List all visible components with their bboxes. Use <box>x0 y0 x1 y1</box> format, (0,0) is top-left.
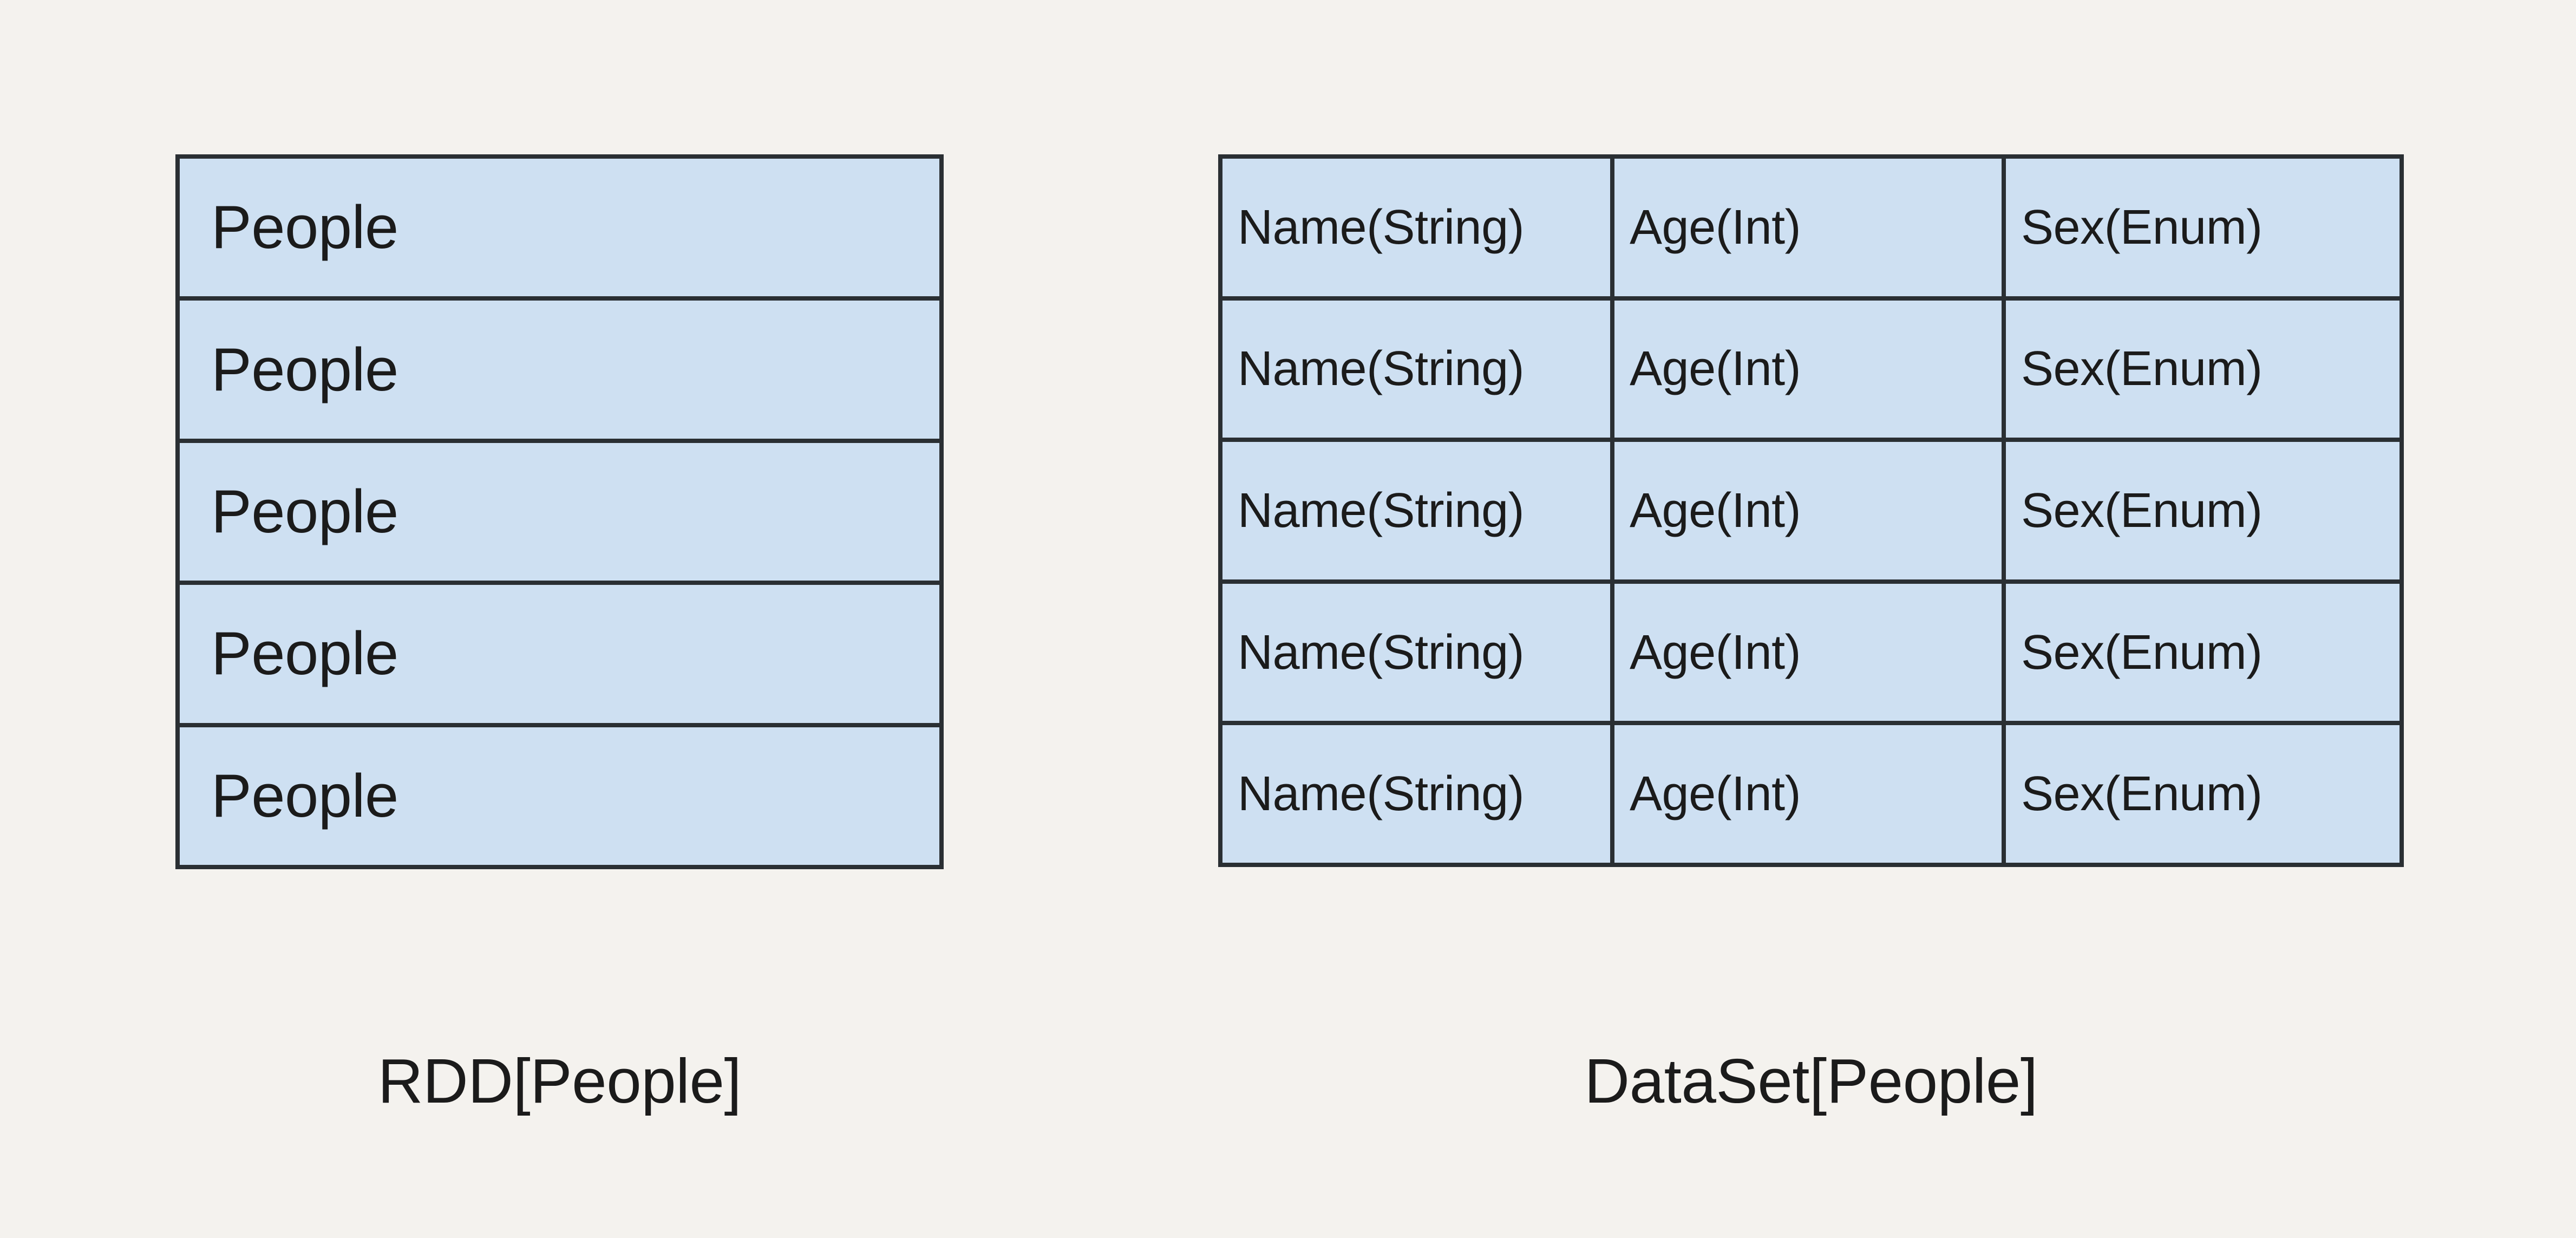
table-cell: Sex(Enum) <box>2006 159 2400 296</box>
table-cell: Name(String) <box>1222 300 1614 438</box>
table-cell: Sex(Enum) <box>2006 725 2400 863</box>
dataset-caption: DataSet[People] <box>1584 1046 2038 1116</box>
table-cell-text: Sex(Enum) <box>2021 767 2263 822</box>
table-cell: Name(String) <box>1222 725 1614 863</box>
rdd-row: People <box>180 159 939 301</box>
rdd-row-label: People <box>211 478 398 546</box>
table-cell-text: Name(String) <box>1238 483 1525 538</box>
table-row: Name(String) Age(Int) Sex(Enum) <box>1222 159 2400 301</box>
table-cell-text: Age(Int) <box>1630 767 1801 822</box>
dataset-table: Name(String) Age(Int) Sex(Enum) Name(Str… <box>1218 154 2404 867</box>
rdd-row: People <box>180 585 939 727</box>
table-cell-text: Sex(Enum) <box>2021 625 2263 680</box>
table-cell: Sex(Enum) <box>2006 583 2400 721</box>
table-cell: Sex(Enum) <box>2006 442 2400 579</box>
table-cell-text: Age(Int) <box>1630 625 1801 680</box>
rdd-row: People <box>180 727 939 865</box>
table-cell-text: Sex(Enum) <box>2021 200 2263 255</box>
table-cell-text: Name(String) <box>1238 200 1525 255</box>
rdd-stack: People People People People People <box>175 154 944 869</box>
rdd-caption: RDD[People] <box>377 1046 742 1116</box>
table-row: Name(String) Age(Int) Sex(Enum) <box>1222 583 2400 726</box>
table-cell: Name(String) <box>1222 583 1614 721</box>
table-cell: Age(Int) <box>1614 725 2006 863</box>
table-cell-text: Sex(Enum) <box>2021 342 2263 396</box>
table-cell: Age(Int) <box>1614 159 2006 296</box>
table-cell: Sex(Enum) <box>2006 300 2400 438</box>
table-cell-text: Age(Int) <box>1630 342 1801 396</box>
table-row: Name(String) Age(Int) Sex(Enum) <box>1222 442 2400 584</box>
table-cell: Name(String) <box>1222 159 1614 296</box>
table-cell: Age(Int) <box>1614 300 2006 438</box>
table-cell-text: Age(Int) <box>1630 200 1801 255</box>
table-cell: Age(Int) <box>1614 442 2006 579</box>
table-row: Name(String) Age(Int) Sex(Enum) <box>1222 300 2400 442</box>
rdd-row-label: People <box>211 335 398 403</box>
rdd-row: People <box>180 301 939 443</box>
table-cell-text: Name(String) <box>1238 625 1525 680</box>
rdd-row: People <box>180 442 939 585</box>
table-row: Name(String) Age(Int) Sex(Enum) <box>1222 725 2400 863</box>
table-cell: Name(String) <box>1222 442 1614 579</box>
rdd-row-label: People <box>211 761 398 830</box>
rdd-row-label: People <box>211 193 398 262</box>
table-cell-text: Age(Int) <box>1630 483 1801 538</box>
table-cell-text: Name(String) <box>1238 767 1525 822</box>
table-cell-text: Name(String) <box>1238 342 1525 396</box>
rdd-row-label: People <box>211 620 398 688</box>
table-cell-text: Sex(Enum) <box>2021 483 2263 538</box>
table-cell: Age(Int) <box>1614 583 2006 721</box>
